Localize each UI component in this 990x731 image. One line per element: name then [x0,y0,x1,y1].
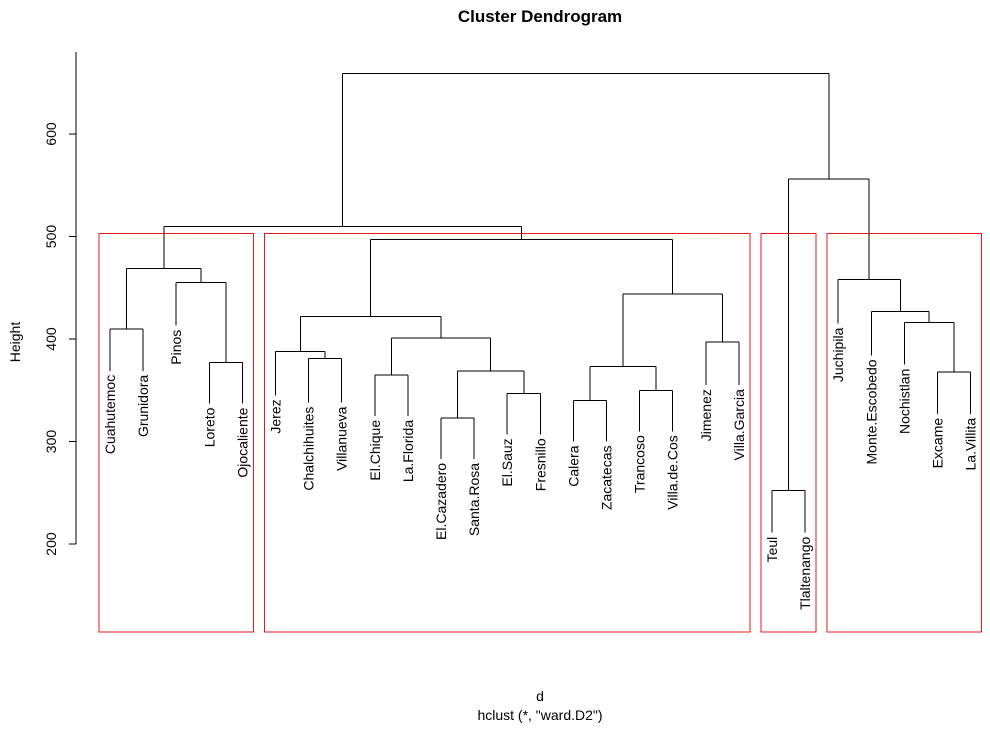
leaf-label: Jimenez [698,389,714,441]
y-tick-label: 200 [43,532,59,556]
leaf-label: La.Villita [963,418,979,471]
leaf-label: La.Florida [400,420,416,482]
chart-title: Cluster Dendrogram [458,7,622,26]
leaf-label: Fresnillo [532,438,548,491]
cluster-rectangle [98,232,254,633]
y-tick-label: 500 [43,225,59,249]
leaf-label: Excame [930,418,946,469]
y-axis-label: Height [7,322,23,363]
leaf-label: Teul [764,537,780,563]
leaf-label: El.Chique [367,420,383,481]
leaf-label: Zacatecas [599,446,615,511]
leaf-label: Calera [565,445,581,486]
y-tick-label: 400 [43,327,59,351]
cluster-rectangle [264,232,751,633]
leaf-label: Tlaltenango [797,537,813,610]
leaf-label: Trancoso [632,435,648,493]
leaf-label: Chalchihuites [301,407,317,491]
y-tick-label: 600 [43,122,59,146]
leaf-label: El.Cazadero [433,463,449,540]
leaf-label: Loreto [201,407,217,447]
x-axis-label: d [536,688,544,704]
cluster-rectangles [98,232,983,633]
leaf-label: Santa.Rosa [466,463,482,536]
chart-subtitle: hclust (*, "ward.D2") [477,707,602,723]
y-tick-label: 300 [43,430,59,454]
cluster-rectangle [826,232,983,633]
leaf-label: Ojocaliente [234,407,250,477]
y-axis: 200 300 400 500 600 [43,52,77,556]
leaf-label: Cuahutemoc [102,375,118,454]
leaf-label: Villa.Garcia [731,389,747,461]
leaf-label: Grunidora [135,375,151,437]
leaf-label: Monte.Escobedo [863,359,879,464]
leaf-label: Nochistlan [896,369,912,434]
leaf-label: Jerez [268,399,284,433]
leaf-label: Juchipila [830,327,846,382]
leaf-label: Villa.de.Cos [665,435,681,509]
leaf-label: Villanueva [334,406,350,471]
leaf-label: El.Sauz [499,438,515,486]
leaf-label: Pinos [168,330,184,365]
dendrogram-tree [109,73,972,533]
